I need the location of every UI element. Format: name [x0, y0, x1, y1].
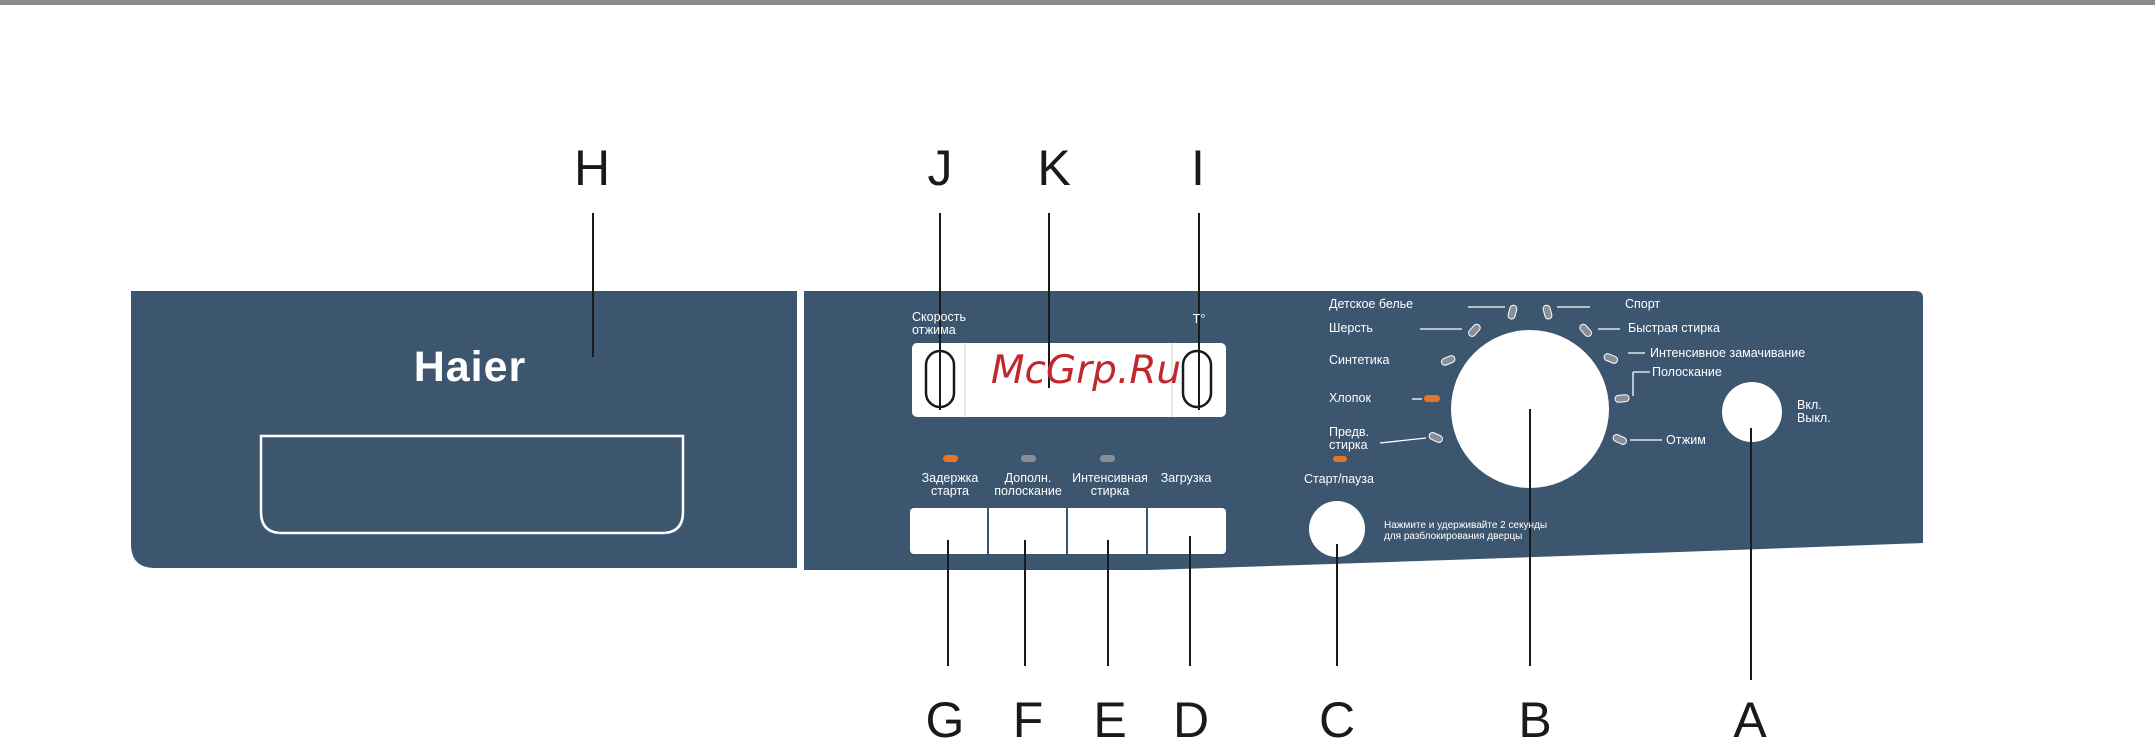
program-rinse: Полоскание — [1652, 365, 1722, 379]
temperature-knob[interactable] — [1181, 349, 1213, 409]
led-baby — [1507, 304, 1518, 320]
callout-b: B — [1518, 692, 1552, 748]
watermark: McGrp.Ru — [990, 348, 1182, 393]
temperature-label: T° — [1192, 312, 1206, 326]
callout-e: E — [1093, 692, 1127, 748]
led-extra-rinse — [1021, 455, 1036, 462]
program-spin: Отжим — [1666, 433, 1706, 447]
callout-g: G — [925, 692, 965, 748]
program-intensive-soak: Интенсивное замачивание — [1650, 346, 1806, 360]
program-wool: Шерсть — [1329, 321, 1373, 335]
callout-i: I — [1191, 140, 1205, 196]
program-leaders — [1379, 306, 1662, 444]
led-spin — [1612, 433, 1627, 445]
callout-lines — [592, 213, 1752, 680]
power-label: Вкл. Выкл. — [1797, 398, 1831, 426]
option-label-delay-start: Задержка старта — [921, 471, 979, 499]
option-label-load: Загрузка — [1160, 471, 1212, 485]
callout-a: A — [1733, 692, 1767, 748]
callout-f: F — [1012, 692, 1044, 748]
display-window — [912, 343, 1226, 417]
option-label-intensive: Интенсивная стирка — [1072, 471, 1148, 499]
callout-c: C — [1318, 692, 1356, 748]
led-rinse — [1614, 394, 1630, 403]
top-border — [0, 0, 2155, 5]
start-pause-button[interactable] — [1309, 501, 1365, 557]
spin-speed-label: Скорость отжима — [912, 310, 966, 338]
program-baby-clothes: Детское белье — [1329, 297, 1414, 311]
door-unlock-note: Нажмите и удерживайте 2 секунды для разб… — [1384, 520, 1548, 542]
callout-d: D — [1172, 692, 1210, 748]
led-prewash — [1428, 431, 1443, 443]
program-prewash: Предв. стирка — [1329, 425, 1370, 453]
led-delay-start — [943, 455, 958, 462]
drawer-handle — [259, 434, 685, 535]
program-synthetic: Синтетика — [1329, 353, 1390, 367]
callout-h: H — [573, 140, 611, 196]
led-quick — [1579, 323, 1592, 337]
program-cotton: Хлопок — [1329, 391, 1371, 405]
start-pause-label: Старт/пауза — [1304, 472, 1374, 486]
led-cotton — [1424, 395, 1440, 402]
drawer-panel — [131, 291, 797, 568]
brand-logo: Haier — [413, 343, 527, 391]
led-wool — [1468, 323, 1481, 337]
program-leds — [1428, 304, 1630, 445]
callout-k: K — [1037, 140, 1071, 196]
option-label-extra-rinse: Дополн. полоскание — [994, 471, 1062, 499]
led-intensive-wash — [1100, 455, 1115, 462]
led-soak — [1603, 353, 1619, 364]
led-synthetic — [1440, 355, 1456, 366]
power-button[interactable] — [1722, 382, 1782, 442]
program-sport: Спорт — [1625, 297, 1661, 311]
callout-j: J — [927, 140, 953, 196]
led-start-pause — [1333, 456, 1347, 462]
led-sport — [1542, 304, 1553, 320]
program-quick-wash: Быстрая стирка — [1628, 321, 1720, 335]
